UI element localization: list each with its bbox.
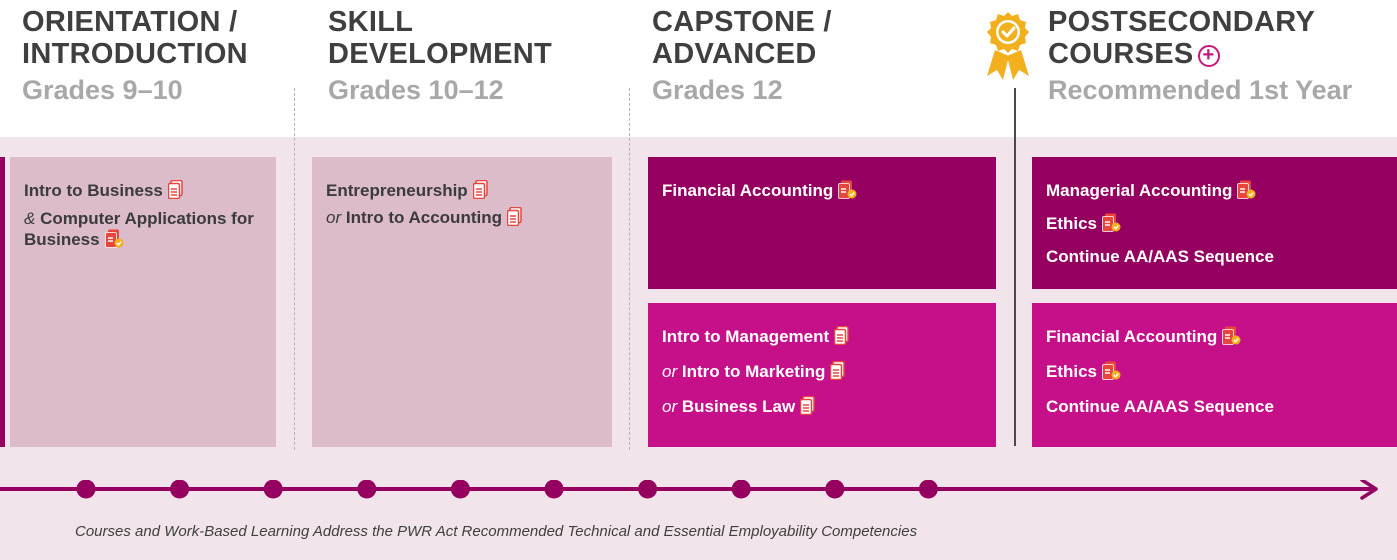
- column-grades: Recommended 1st Year: [1048, 75, 1353, 105]
- timeline-dot: [450, 480, 470, 499]
- divider-dashed: [294, 88, 295, 450]
- plus-circle-icon: +: [1197, 45, 1220, 67]
- course-box-orientation: Intro to Business & Computer Application…: [10, 157, 276, 447]
- timeline-arrow: [0, 480, 1378, 500]
- document-icon: [472, 180, 488, 199]
- column-header-capstone: CAPSTONE /ADVANCED Grades 12: [652, 6, 832, 106]
- course-item: Ethics: [1046, 210, 1383, 237]
- course-item: Continue AA/AAS Sequence: [1046, 397, 1274, 416]
- course-item: or Business Law: [662, 393, 982, 420]
- column-title: ORIENTATION /INTRODUCTION: [22, 6, 248, 70]
- course-item: Entrepreneurship: [326, 177, 598, 204]
- course-box-skill: Entrepreneurship or Intro to Accounting: [312, 157, 612, 447]
- course-item: & Computer Applications for Business: [24, 209, 254, 249]
- document-check-icon: [104, 229, 124, 248]
- document-check-icon: [1237, 180, 1256, 199]
- column-grades: Grades 10–12: [328, 75, 504, 105]
- divider-solid: [1014, 88, 1016, 446]
- course-item: Financial Accounting: [662, 177, 982, 204]
- document-check-icon: [1102, 361, 1121, 380]
- timeline-dot: [263, 480, 283, 499]
- award-medal-icon: [987, 12, 1029, 80]
- timeline-dot: [638, 480, 658, 499]
- left-accent-bar: [0, 157, 5, 447]
- timeline-dot: [544, 480, 564, 499]
- document-icon: [506, 207, 522, 226]
- document-icon: [834, 326, 849, 345]
- timeline-dot: [918, 480, 938, 499]
- course-item: Continue AA/AAS Sequence: [1046, 247, 1274, 266]
- course-item: or Intro to Marketing: [662, 358, 982, 385]
- timeline-dot: [825, 480, 845, 499]
- column-grades: Grades 9–10: [22, 75, 183, 105]
- timeline-band: [0, 450, 1397, 560]
- document-icon: [167, 180, 183, 199]
- timeline-dot: [357, 480, 377, 499]
- document-icon: [800, 396, 815, 415]
- footnote: Courses and Work-Based Learning Address …: [75, 523, 918, 540]
- course-box-post-top: Managerial Accounting Ethics Continue AA…: [1032, 157, 1397, 289]
- timeline-dot: [731, 480, 751, 499]
- document-icon: [830, 361, 846, 380]
- course-box-capstone-top: Financial Accounting: [648, 157, 996, 289]
- course-item: Intro to Management: [662, 323, 982, 350]
- timeline-dot: [170, 480, 190, 499]
- document-check-icon: [1222, 326, 1241, 345]
- timeline-dot: [76, 480, 96, 499]
- column-grades: Grades 12: [652, 75, 783, 105]
- course-item: Intro to Business: [24, 177, 262, 204]
- column-title: CAPSTONE /ADVANCED: [652, 6, 832, 70]
- divider-dashed: [629, 88, 630, 450]
- course-item: Managerial Accounting: [1046, 177, 1383, 204]
- course-box-capstone-bottom: Intro to Management or Intro to Marketin…: [648, 303, 996, 447]
- document-check-icon: [838, 180, 857, 199]
- course-box-post-bottom: Financial Accounting Ethics Continue AA/…: [1032, 303, 1397, 447]
- document-check-icon: [1102, 213, 1121, 232]
- course-item: Ethics: [1046, 358, 1383, 385]
- column-header-orientation: ORIENTATION /INTRODUCTION Grades 9–10: [22, 6, 248, 106]
- course-item: Financial Accounting: [1046, 323, 1383, 350]
- course-item: or Intro to Accounting: [326, 204, 598, 231]
